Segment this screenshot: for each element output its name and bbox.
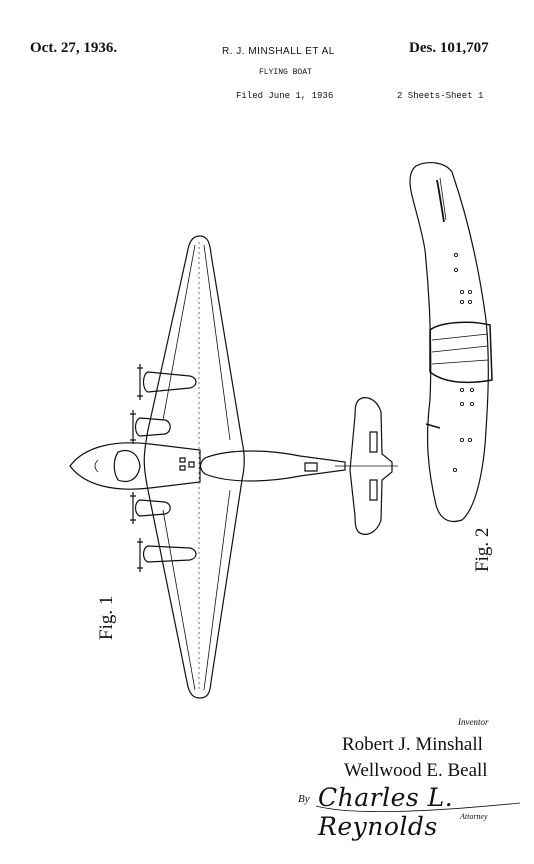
patent-subtitle: FLYING BOAT bbox=[259, 68, 312, 77]
fig1-hull-rear bbox=[201, 451, 346, 481]
sheet-count: 2 Sheets-Sheet 1 bbox=[397, 91, 484, 101]
fig2-label: Fig. 2 bbox=[472, 527, 493, 572]
inventors-header: R. J. MINSHALL ET AL bbox=[222, 46, 335, 57]
inventor-name-2: Wellwood E. Beall bbox=[344, 760, 488, 781]
attorney-signature-flourish bbox=[316, 803, 520, 812]
inventor-name-1: Robert J. Minshall bbox=[342, 734, 483, 755]
patent-date: Oct. 27, 1936. bbox=[30, 40, 118, 56]
fig1-tailplane bbox=[350, 398, 392, 535]
filed-date: Filed June 1, 1936 bbox=[236, 91, 334, 101]
attorney-label: Attorney bbox=[460, 812, 488, 821]
fig1-wing bbox=[144, 236, 244, 698]
patent-number: Des. 101,707 bbox=[409, 40, 489, 56]
fig2-portholes bbox=[453, 253, 473, 471]
fig2-hull bbox=[410, 163, 488, 522]
fig1-label: Fig. 1 bbox=[96, 595, 117, 640]
attorney-signature: Charles L. Reynolds bbox=[318, 783, 454, 841]
fig2-side-view bbox=[410, 163, 492, 522]
inventor-label: Inventor bbox=[458, 717, 489, 727]
fig1-engines bbox=[130, 364, 196, 572]
fig1-top-view bbox=[70, 236, 398, 698]
by-label: By bbox=[298, 793, 310, 805]
